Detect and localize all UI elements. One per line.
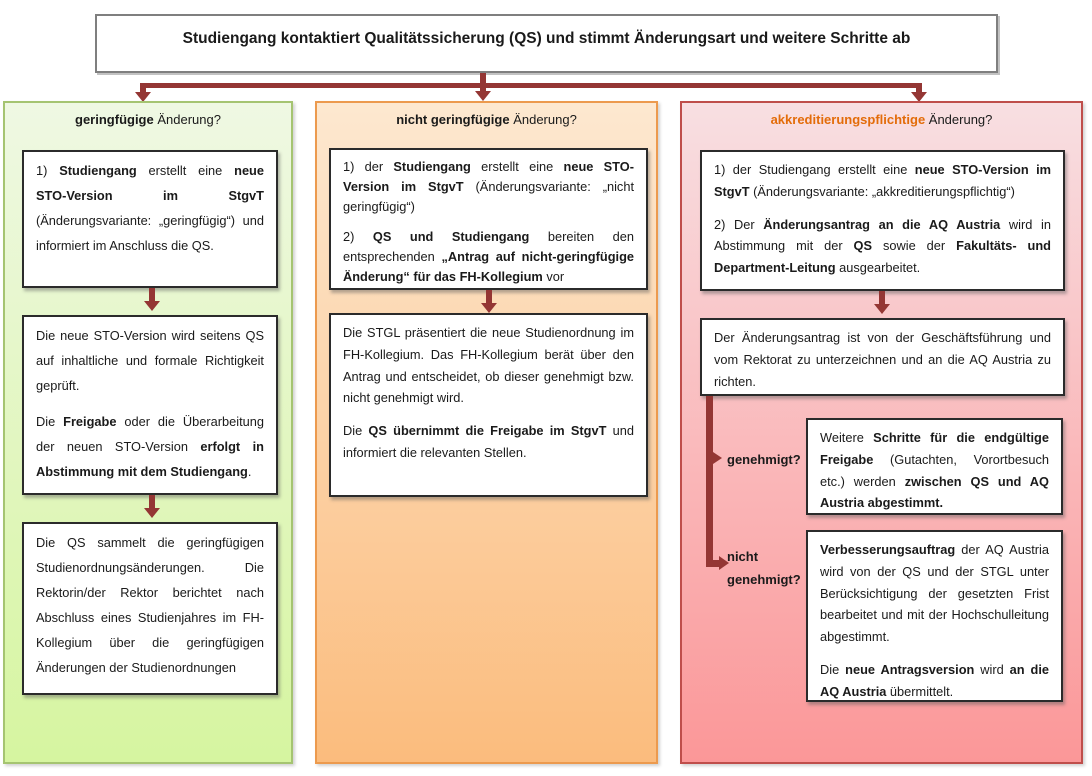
process-box: 1) der Studiengang erstellt eine neue ST… xyxy=(700,150,1065,291)
column-header: akkreditierungspflichtige Änderung? xyxy=(770,112,993,127)
column-nicht-geringfuegige-aenderung: nicht geringfügige Änderung? 1) der Stud… xyxy=(315,101,658,764)
flowchart-title: Studiengang kontaktiert Qualitätssicheru… xyxy=(95,14,998,73)
arrow-stem xyxy=(879,291,885,305)
branch-label-genehmigt: genehmigt? xyxy=(727,452,801,467)
arrow-right-icon xyxy=(713,452,722,464)
arrow-down-icon xyxy=(135,92,151,102)
arrow-down-icon xyxy=(874,304,890,314)
branch-hook-bar xyxy=(706,560,719,567)
arrow-down-icon xyxy=(481,303,497,313)
process-box: Die QS sammelt die geringfügigen Studien… xyxy=(22,522,278,695)
process-box: Weitere Schritte für die endgültige Frei… xyxy=(806,418,1063,515)
column-header: nicht geringfügige Änderung? xyxy=(396,112,577,127)
connector-left-stem xyxy=(140,83,146,93)
process-box: Die STGL präsentiert die neue Studienord… xyxy=(329,313,648,497)
arrow-stem xyxy=(486,290,492,304)
arrow-down-icon xyxy=(475,91,491,101)
arrow-down-icon xyxy=(911,92,927,102)
process-box: 1) der Studiengang erstellt eine neue ST… xyxy=(329,148,648,290)
arrow-right-icon xyxy=(719,556,729,570)
arrow-stem xyxy=(149,495,155,509)
connector-middle-stem xyxy=(480,73,486,92)
process-box: Die neue STO-Version wird seitens QS auf… xyxy=(22,315,278,495)
arrow-down-icon xyxy=(144,301,160,311)
arrow-down-icon xyxy=(144,508,160,518)
branch-label-nicht-genehmigt: nicht genehmigt? xyxy=(727,549,801,587)
column-header: geringfügige Änderung? xyxy=(75,112,221,127)
branch-vertical-bar xyxy=(706,396,713,567)
process-box: Der Änderungsantrag ist von der Geschäft… xyxy=(700,318,1065,396)
arrow-stem xyxy=(149,288,155,302)
process-box: Verbesserungsauftrag der AQ Austria wird… xyxy=(806,530,1063,702)
process-box: 1) Studiengang erstellt eine neue STO-Ve… xyxy=(22,150,278,288)
connector-horizontal-bar xyxy=(140,83,922,88)
column-geringfuegige-aenderung: geringfügige Änderung? 1) Studiengang er… xyxy=(3,101,293,764)
connector-right-stem xyxy=(916,83,922,93)
column-akkreditierungspflichtige-aenderung: akkreditierungspflichtige Änderung? 1) d… xyxy=(680,101,1083,764)
